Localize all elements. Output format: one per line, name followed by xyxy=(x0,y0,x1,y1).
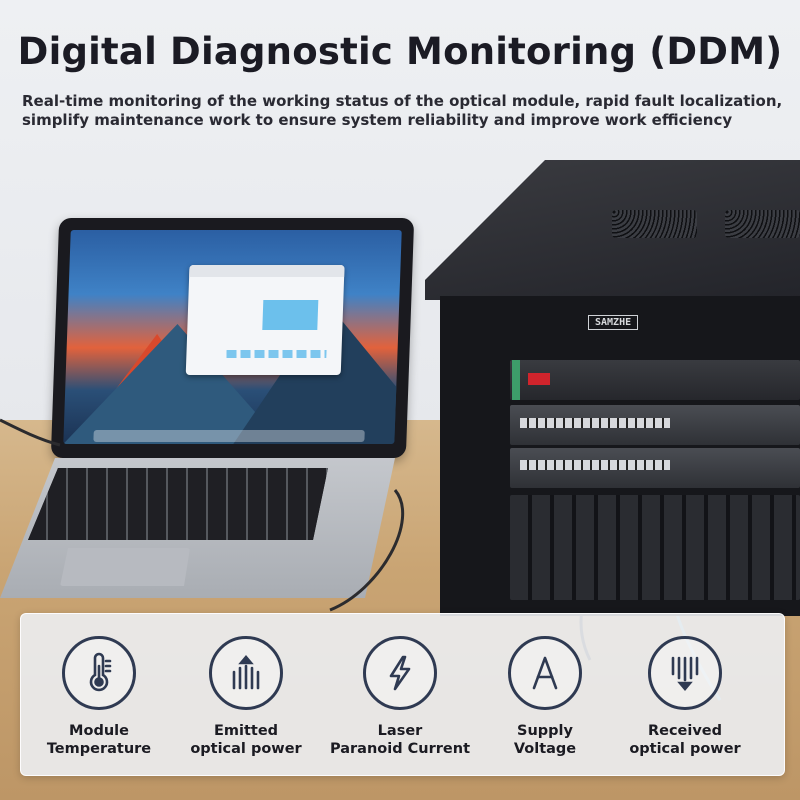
ampere-icon xyxy=(508,636,582,710)
pdu-indicator xyxy=(512,360,520,400)
feature-label-line2: optical power xyxy=(190,741,302,757)
received-power-icon xyxy=(648,636,722,710)
feature-label-line1: Laser xyxy=(377,723,423,739)
laptop-keyboard xyxy=(28,468,328,540)
feature-received-optical-power: Received optical power xyxy=(610,636,760,758)
subtitle-line-1: Real-time monitoring of the working stat… xyxy=(22,92,783,110)
power-distribution-unit xyxy=(510,360,800,400)
feature-supply-voltage: Supply Voltage xyxy=(470,636,620,758)
pdu-switch-led xyxy=(528,373,550,385)
feature-laser-current: Laser Paranoid Current xyxy=(325,636,475,758)
feature-label-line1: Module xyxy=(69,723,129,739)
thermometer-icon xyxy=(62,636,136,710)
switch-ports xyxy=(520,460,670,470)
feature-emitted-optical-power: Emitted optical power xyxy=(171,636,321,758)
feature-module-temperature: Module Temperature xyxy=(24,636,174,758)
monitoring-software-window xyxy=(185,265,345,375)
feature-label-line1: Emitted xyxy=(213,723,279,739)
lightning-bolt-icon xyxy=(363,636,437,710)
feature-label-line2: Temperature xyxy=(46,741,152,757)
rack-brand-label: SAMZHE xyxy=(588,315,639,330)
switch-ports xyxy=(520,418,670,428)
feature-label-line1: Received xyxy=(647,723,723,739)
subtitle-line-2: simplify maintenance work to ensure syst… xyxy=(22,111,733,129)
feature-label-line2: optical power xyxy=(629,741,741,757)
laptop-desktop-wallpaper xyxy=(63,230,402,444)
feature-label-line1: Supply xyxy=(517,723,573,739)
laptop-screen xyxy=(50,218,415,458)
laptop-dock xyxy=(93,430,365,442)
rack-vent xyxy=(725,210,800,238)
media-converter-chassis xyxy=(510,495,800,600)
emitted-power-icon xyxy=(209,636,283,710)
rack-vent xyxy=(612,210,697,238)
laptop-trackpad xyxy=(60,548,190,586)
page-title: Digital Diagnostic Monitoring (DDM) xyxy=(17,30,783,73)
feature-label-line2: Voltage xyxy=(513,741,577,757)
feature-label-line2: Paranoid Current xyxy=(330,741,470,757)
page-subtitle: Real-time monitoring of the working stat… xyxy=(22,92,792,130)
